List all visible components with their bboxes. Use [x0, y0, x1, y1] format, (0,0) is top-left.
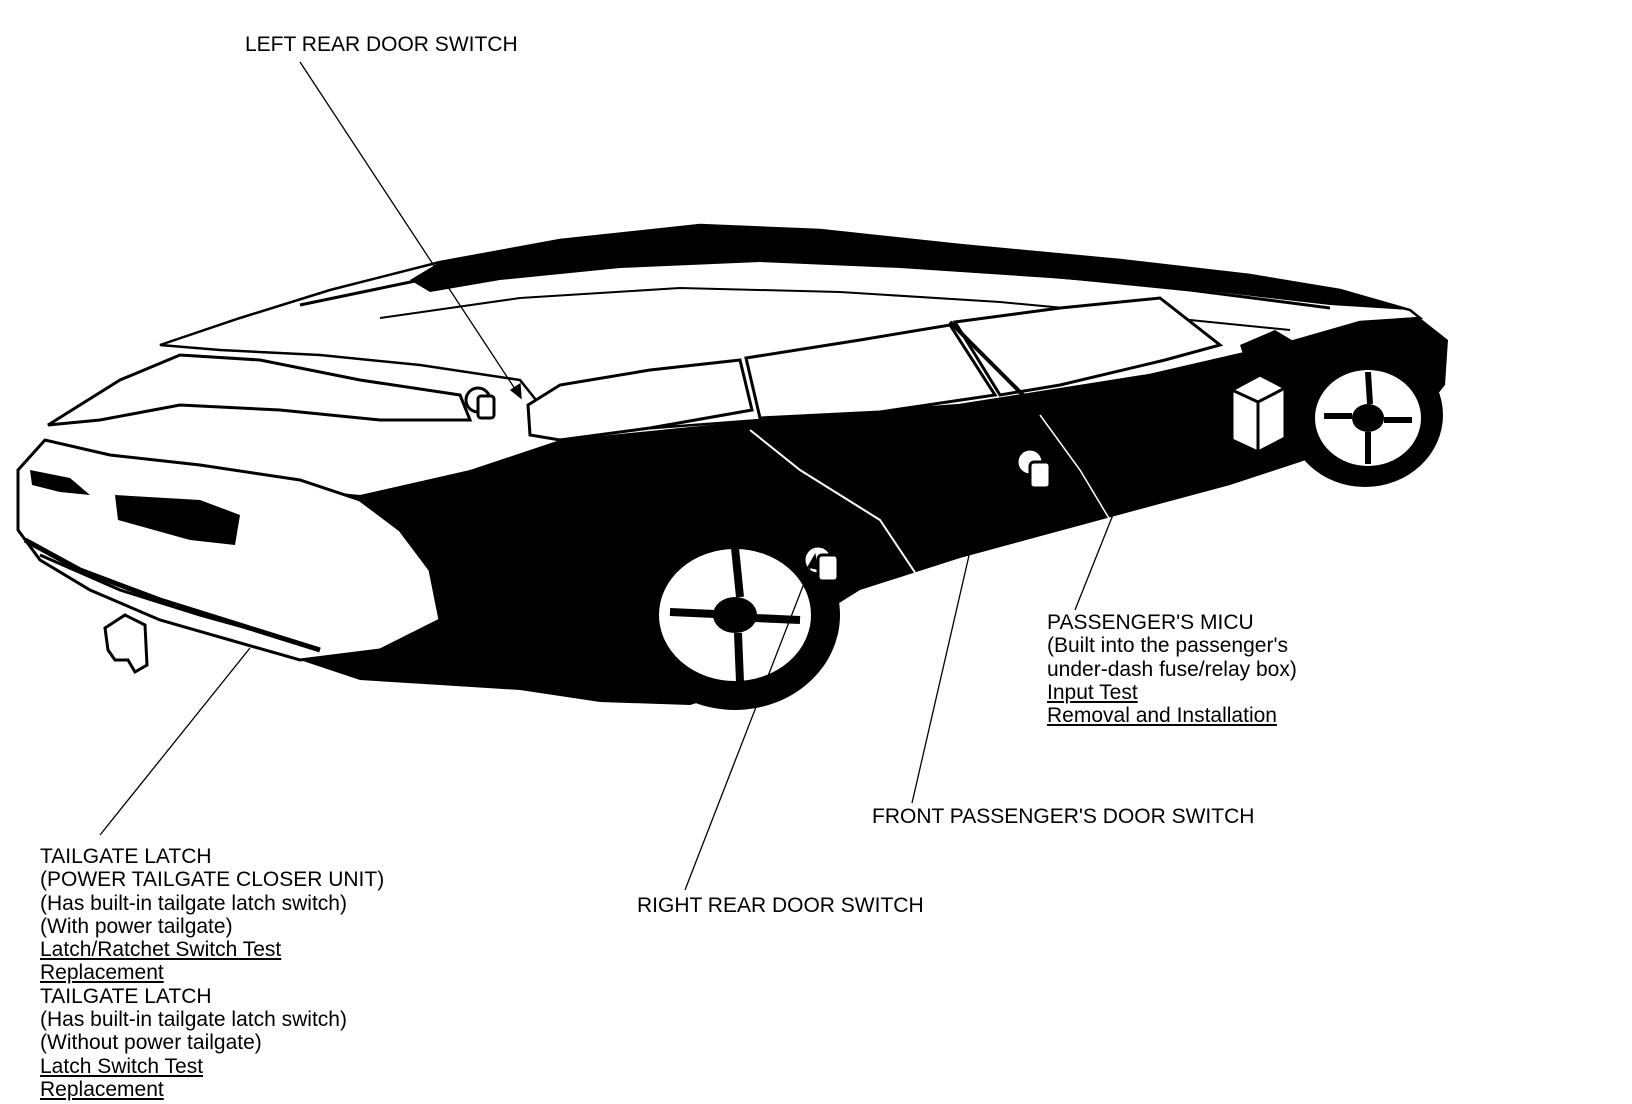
callout-note: (Built into the passenger's [1047, 634, 1288, 658]
callout-title: LEFT REAR DOOR SWITCH [245, 33, 518, 56]
callout-title: TAILGATE LATCH [40, 984, 212, 1008]
callout-front-passengers-door-switch: FRONT PASSENGER'S DOOR SWITCH [872, 805, 1254, 828]
leader-right-rear-door-switch [684, 554, 816, 891]
roof-shadow [410, 225, 1410, 310]
callout-note: (With power tailgate) [40, 914, 233, 938]
arrow-passengers-micu [1138, 429, 1149, 449]
callout-note: (Has built-in tailgate latch switch) [40, 891, 347, 915]
callout-title: RIGHT REAR DOOR SWITCH [637, 894, 924, 917]
removal-and-installation-link[interactable]: Removal and Installation [1047, 704, 1277, 728]
replacement-link[interactable]: Replacement [40, 1077, 164, 1101]
callout-left-rear-door-switch: LEFT REAR DOOR SWITCH [245, 33, 518, 56]
latch-switch-test-link[interactable]: Latch Switch Test [40, 1054, 204, 1078]
arrow-left-rear-door-switch [509, 382, 522, 400]
rear-wheel [630, 520, 840, 710]
callout-tailgate-latch: TAILGATE LATCH (POWER TAILGATE CLOSER UN… [40, 845, 384, 1101]
leader-passengers-micu [1074, 431, 1147, 611]
passengers-micu-box [1230, 373, 1287, 454]
front-passengers-door-switch [1015, 447, 1052, 490]
tail-light-left [30, 470, 90, 495]
leader-tailgate-latch [99, 647, 251, 836]
left-rear-door-switch [464, 386, 496, 420]
arrow-front-passengers-door-switch [977, 483, 988, 502]
callout-title: PASSENGER'S MICU [1047, 611, 1254, 634]
mirror [1240, 330, 1300, 360]
callout-right-rear-door-switch: RIGHT REAR DOOR SWITCH [637, 894, 924, 917]
bumper-trim-2 [39, 553, 291, 642]
door-seam-2 [1039, 414, 1111, 521]
tailgate-latch [103, 613, 149, 675]
front-door-window [952, 296, 1224, 397]
leader-front-passengers-door-switch [911, 485, 986, 804]
door-seam [749, 429, 921, 581]
rear-quarter-window [526, 358, 754, 442]
rear-windshield [47, 353, 473, 427]
front-wheel [1287, 343, 1443, 487]
latch-ratchet-switch-test-link[interactable]: Latch/Ratchet Switch Test [40, 938, 282, 962]
callout-passengers-micu: PASSENGER'S MICU (Built into the passeng… [1047, 611, 1297, 727]
callout-title: FRONT PASSENGER'S DOOR SWITCH [872, 805, 1255, 828]
replacement-link[interactable]: Replacement [40, 961, 164, 985]
callout-note: (Has built-in tailgate latch switch) [40, 1008, 347, 1032]
input-test-link[interactable]: Input Test [1047, 680, 1138, 704]
rear-bumper [16, 438, 442, 662]
callout-title: TAILGATE LATCH [40, 845, 212, 868]
window-pillar [948, 320, 1042, 414]
arrow-right-rear-door-switch [806, 553, 818, 570]
tail-light [115, 495, 240, 545]
leader-lines [99, 61, 1149, 891]
callout-note: (Without power tailgate) [40, 1031, 262, 1055]
callout-note: under-dash fuse/relay box) [1047, 657, 1297, 681]
rear-door-window [744, 323, 998, 420]
callout-note: (POWER TAILGATE CLOSER UNIT) [40, 868, 385, 892]
roof-rail [299, 253, 1331, 310]
leader-left-rear-door-switch [299, 61, 522, 399]
